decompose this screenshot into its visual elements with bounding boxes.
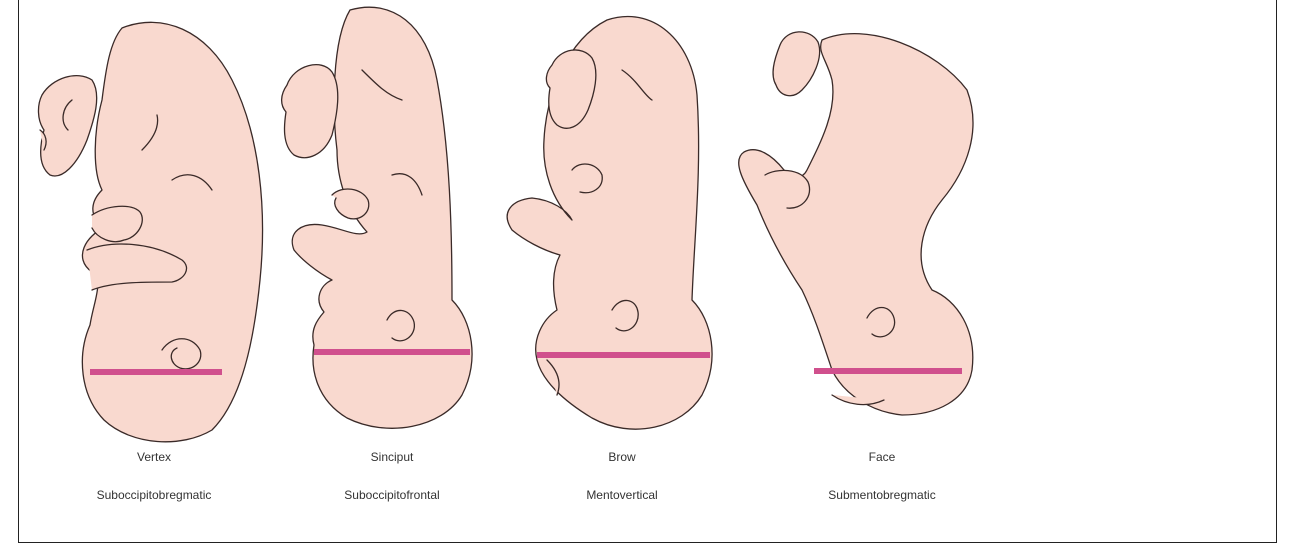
frame-bottom-border [18, 542, 1277, 543]
frame-right-border [1276, 0, 1277, 543]
fetus-sinciput [280, 6, 473, 429]
frame-left-border [18, 0, 19, 543]
diameter-label-sinciput: Suboccipitofrontal [344, 488, 440, 502]
fetus-brow [506, 15, 713, 430]
fetus-vertex [37, 21, 264, 443]
fetus-face [738, 31, 974, 416]
presentation-label-face: Face [868, 450, 896, 464]
fetal-presentations-figure: Vertex Suboccipitobregmatic Sinciput Sub… [32, 0, 982, 505]
diameter-label-vertex: Suboccipitobregmatic [96, 488, 212, 502]
presentation-label-brow: Brow [608, 450, 636, 464]
presentation-label-vertex: Vertex [136, 450, 172, 464]
presentation-label-sinciput: Sinciput [370, 450, 414, 464]
diameter-label-brow: Mentovertical [586, 488, 658, 502]
fetal-presentations-illustration [37, 6, 974, 443]
diameter-label-face: Submentobregmatic [828, 488, 936, 502]
